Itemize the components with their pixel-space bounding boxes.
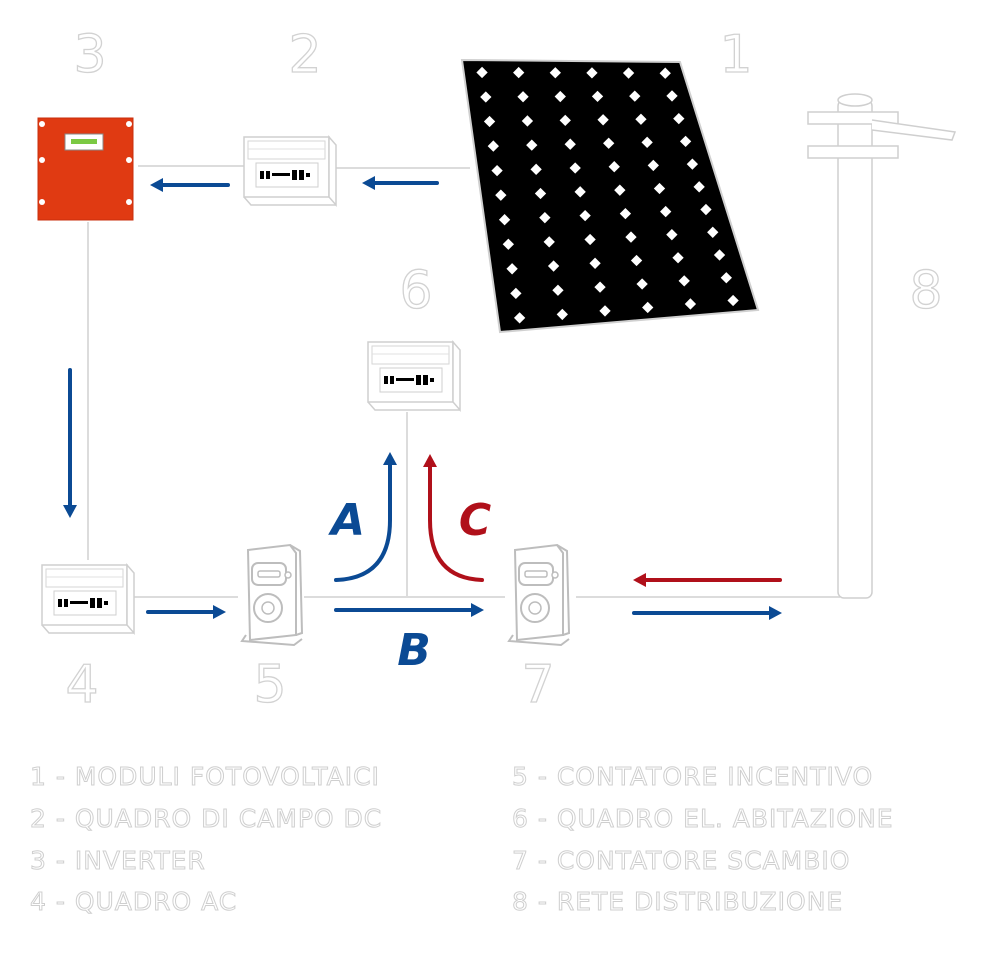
component-number-5: 5: [253, 655, 286, 715]
switchboard-icon-dc: [243, 136, 337, 206]
arrow-a-to-home: [334, 463, 392, 582]
legend-item-2: 2 - QUADRO DI CAMPO DC: [30, 804, 382, 833]
panel-cell: [599, 305, 611, 317]
flow-label-a: A: [328, 495, 365, 546]
arrow-panel-to-dc-head: [362, 176, 375, 190]
panel-cell: [556, 308, 568, 321]
panel-cell: [502, 238, 515, 250]
switchboard-icon-home: [367, 341, 461, 411]
panel-cell: [642, 301, 654, 314]
panel-cell: [636, 278, 648, 290]
arrow-dc-to-inverter-head: [150, 178, 163, 192]
panel-cell: [700, 203, 712, 216]
panel-cell: [547, 260, 560, 272]
arrow-meter7-to-grid-head: [769, 606, 782, 620]
inverter-icon: [37, 117, 134, 221]
panel-cell: [686, 158, 699, 170]
panel-cell: [539, 212, 551, 224]
component-number-7: 7: [521, 655, 554, 715]
arrow-a-to-home-head: [383, 452, 397, 465]
electric-meter-icon-5: [241, 544, 303, 646]
component-number-4: 4: [65, 655, 98, 715]
arrow-grid-to-meter7-head: [633, 573, 646, 587]
panel-cell: [491, 164, 503, 177]
arrow-ac-to-meter5-head: [213, 605, 226, 619]
panel-cell: [487, 140, 499, 152]
panel-cell: [534, 187, 547, 200]
legend-item-8: 8 - RETE DISTRIBUZIONE: [512, 887, 843, 916]
panel-cell: [608, 161, 620, 173]
panel-cell: [619, 207, 632, 220]
legend-item-3: 3 - INVERTER: [30, 846, 206, 875]
panel-cell: [707, 226, 719, 238]
panel-cell: [564, 138, 576, 150]
component-number-3: 3: [73, 25, 106, 85]
panel-cell: [530, 163, 542, 175]
panel-cell: [498, 214, 511, 226]
flow-label-b: B: [397, 625, 431, 676]
panel-cell: [510, 287, 522, 300]
panel-cell: [543, 236, 555, 248]
panel-cell: [526, 139, 538, 151]
electric-meter-icon-7: [508, 544, 570, 646]
panel-cell: [693, 181, 705, 193]
legend-item-7: 7 - CONTATORE SCAMBIO: [512, 846, 850, 875]
component-number-2: 2: [288, 25, 321, 85]
component-number-8: 8: [909, 261, 942, 321]
panel-cell: [625, 231, 637, 243]
arrow-c-to-home-head: [423, 454, 437, 467]
panel-cell: [666, 229, 678, 241]
utility-pole-icon: [807, 93, 957, 599]
panel-cell: [589, 257, 601, 269]
panel-cell: [552, 284, 564, 296]
panel-cell: [584, 233, 596, 246]
panel-cell: [727, 294, 739, 307]
panel-cell: [574, 186, 586, 198]
panel-cell: [594, 281, 606, 293]
arrow-b-meter5-to-meter7-head: [471, 603, 484, 617]
solar-panel-icon: [460, 58, 760, 334]
component-number-6: 6: [399, 261, 432, 321]
flow-label-c: C: [459, 495, 491, 546]
legend-item-1: 1 - MODULI FOTOVOLTAICI: [30, 762, 380, 791]
panel-cell: [679, 135, 692, 148]
panel-cell: [579, 209, 591, 222]
panel-cell: [495, 189, 507, 201]
arrow-inverter-to-ac-head: [63, 505, 77, 518]
legend-item-4: 4 - QUADRO AC: [30, 887, 237, 916]
panel-cell: [678, 275, 690, 287]
panel-cell: [684, 298, 697, 310]
panel-cell: [720, 272, 732, 284]
legend-item-6: 6 - QUADRO EL. ABITAZIONE: [512, 804, 894, 833]
panel-cell: [713, 249, 726, 261]
component-number-1: 1: [719, 25, 752, 85]
panel-cell: [647, 159, 659, 172]
arrow-c-to-home: [428, 465, 484, 582]
switchboard-icon-ac: [41, 564, 135, 634]
panel-cell: [653, 182, 666, 195]
legend-item-5: 5 - CONTATORE INCENTIVO: [512, 762, 873, 791]
panel-cell: [614, 184, 626, 196]
panel-cell: [513, 312, 526, 324]
panel-cell: [603, 137, 615, 149]
flow-arrows: [63, 176, 782, 620]
panel-cell: [660, 205, 672, 218]
panel-cell: [630, 254, 643, 267]
panel-cell: [641, 136, 653, 148]
panel-cell: [569, 162, 581, 174]
